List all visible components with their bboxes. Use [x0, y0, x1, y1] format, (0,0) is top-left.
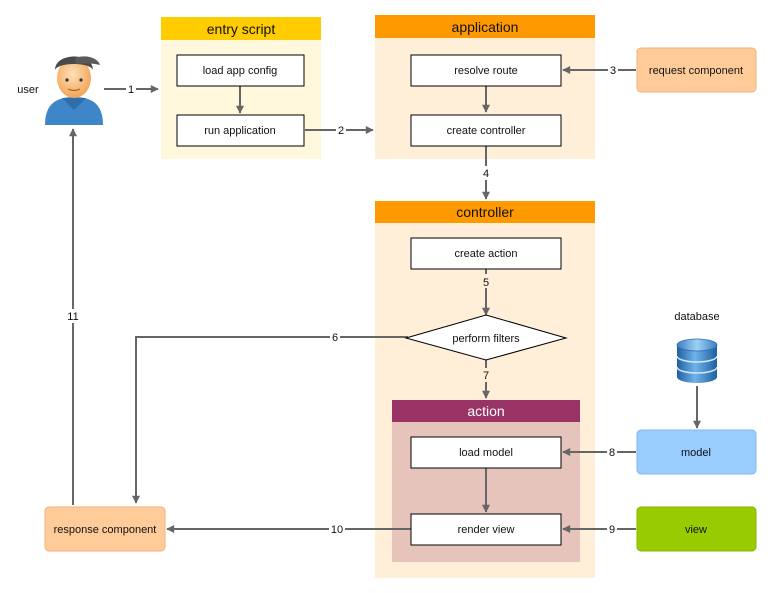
controller-title: controller [456, 204, 514, 220]
step-4: 4 [483, 168, 489, 180]
arrow-6 [132, 336, 408, 504]
svg-text:response component: response component [54, 524, 157, 536]
application-header [375, 15, 595, 38]
create-action-box: create action [410, 237, 562, 270]
action-title: action [467, 403, 504, 419]
step-10: 10 [331, 524, 343, 536]
view-box: view [636, 506, 757, 552]
perform-filters-decision: perform filters [404, 314, 568, 361]
step-2: 2 [338, 125, 344, 137]
model-box: model [636, 429, 757, 475]
svg-text:run application: run application [204, 125, 276, 137]
svg-text:model: model [681, 447, 711, 459]
svg-text:resolve route: resolve route [454, 65, 518, 77]
application-title: application [452, 19, 519, 35]
svg-text:load model: load model [459, 447, 513, 459]
action-header [392, 400, 580, 422]
step-3: 3 [610, 65, 616, 77]
database-icon [676, 338, 718, 383]
response-component-box: response component [44, 506, 166, 552]
resolve-route-box: resolve route [410, 54, 562, 87]
step-labels: 1 2 3 4 5 6 7 8 9 10 11 [65, 63, 618, 536]
svg-text:create controller: create controller [447, 125, 526, 137]
connectors [69, 66, 701, 533]
entry-script-title: entry script [207, 21, 276, 37]
user-label: user [17, 84, 39, 96]
entry-script-header [161, 17, 321, 40]
step-9: 9 [609, 524, 615, 536]
step-1: 1 [128, 84, 134, 96]
create-controller-box: create controller [410, 114, 562, 147]
step-7: 7 [483, 370, 489, 382]
svg-text:create action: create action [455, 248, 518, 260]
step-11: 11 [67, 311, 78, 323]
load-app-config-box: load app config [176, 54, 305, 87]
load-model-box: load model [410, 436, 562, 469]
step-8: 8 [609, 447, 615, 459]
svg-text:load app config: load app config [203, 65, 278, 77]
render-view-box: render view [410, 513, 562, 546]
svg-text:view: view [685, 524, 707, 536]
controller-header [375, 201, 595, 223]
svg-text:perform filters: perform filters [452, 333, 520, 345]
step-5: 5 [483, 277, 489, 289]
step-6: 6 [332, 332, 338, 344]
svg-text:render view: render view [458, 524, 515, 536]
run-application-box: run application [176, 114, 305, 147]
svg-text:request component: request component [649, 65, 743, 77]
user-avatar-icon [45, 56, 103, 125]
request-component-box: request component [636, 47, 757, 93]
database-label: database [674, 311, 719, 323]
